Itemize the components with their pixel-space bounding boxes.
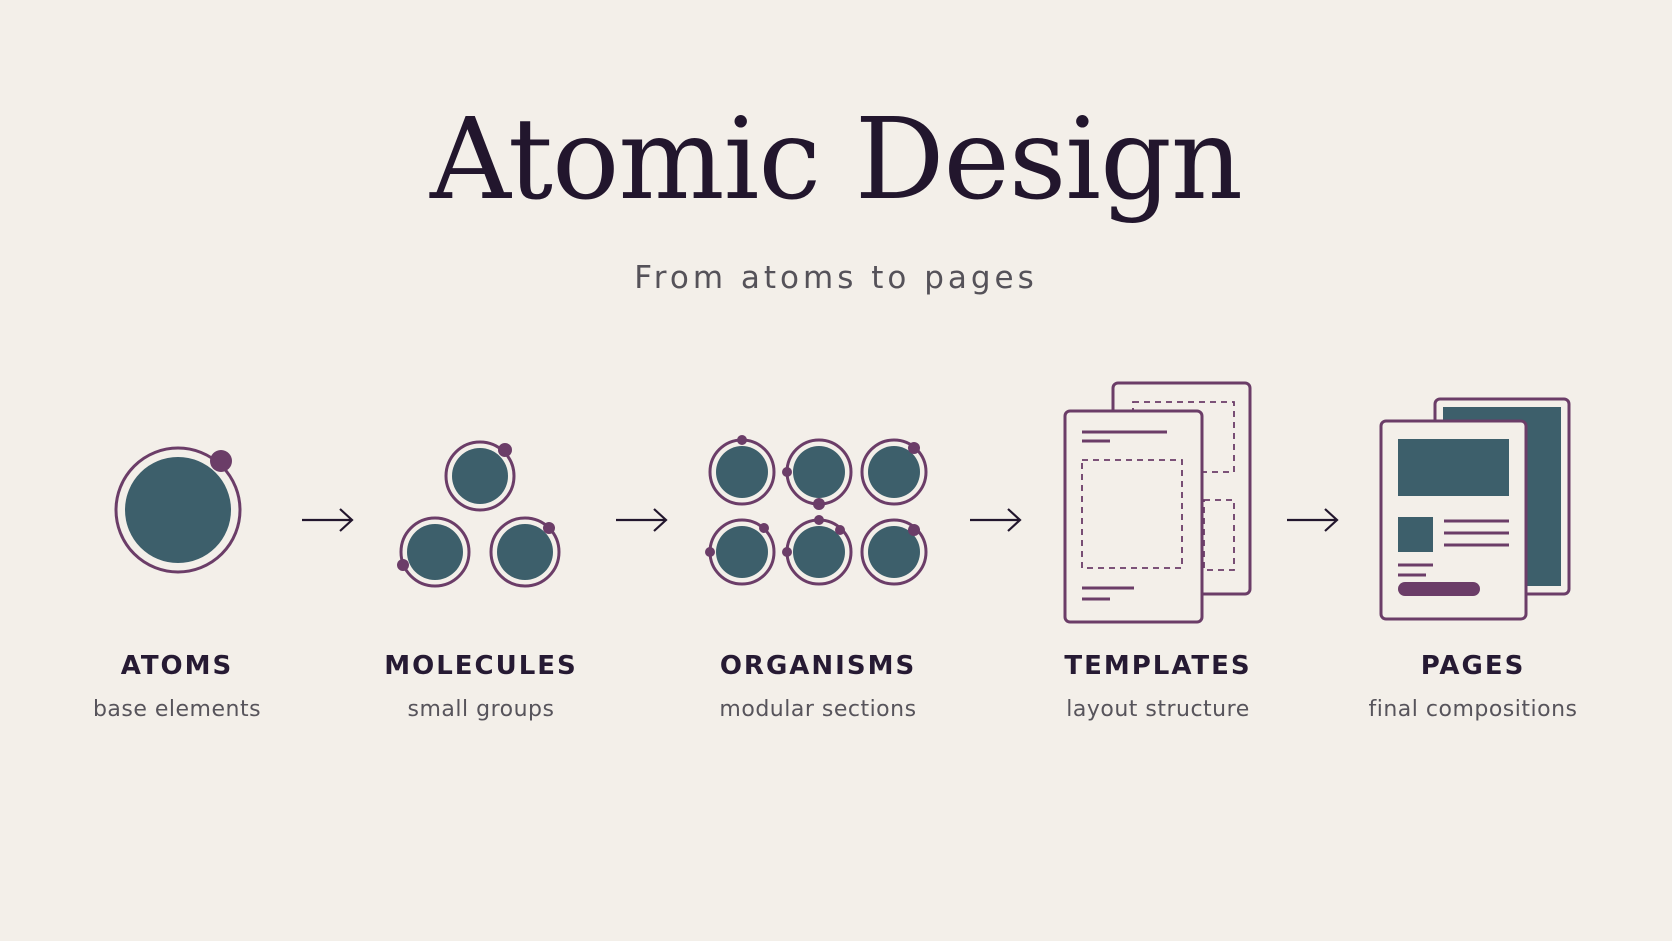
stage-label: ATOMS	[120, 651, 234, 681]
stage-description: final compositions	[1368, 697, 1578, 722]
page-icon	[1379, 397, 1571, 621]
organism-icon	[705, 435, 928, 586]
arrow-right-icon	[302, 508, 354, 532]
stage-description: modular sections	[719, 697, 917, 722]
stage-description: base elements	[92, 697, 262, 722]
template-icon	[1063, 381, 1252, 624]
stage-label: PAGES	[1420, 651, 1526, 681]
stage-description: layout structure	[1066, 697, 1250, 722]
arrow-right-icon	[1287, 508, 1339, 532]
diagram-title: Atomic Design	[430, 95, 1243, 225]
arrow-right-icon	[616, 508, 668, 532]
arrow-right-icon	[970, 508, 1022, 532]
stage-label: MOLECULES	[384, 651, 578, 681]
atom-icon	[114, 446, 242, 574]
stage-description: small groups	[407, 697, 555, 722]
molecule-icon	[397, 440, 561, 588]
diagram-subtitle: From atoms to pages	[634, 260, 1038, 296]
stage-label: TEMPLATES	[1064, 651, 1252, 681]
stage-label: ORGANISMS	[719, 651, 917, 681]
